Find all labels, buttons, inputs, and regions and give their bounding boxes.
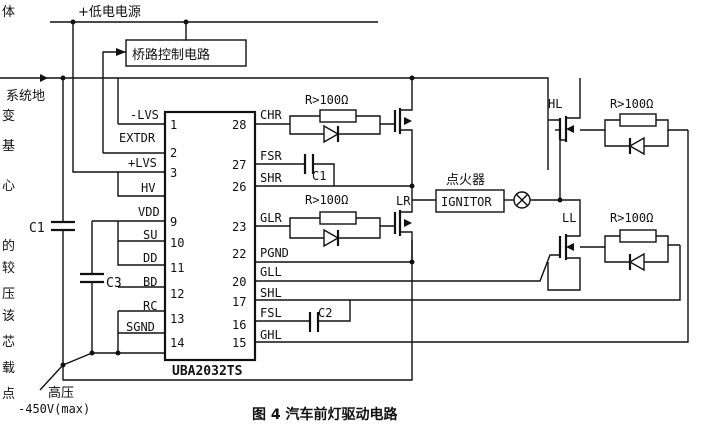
- gate-network-hl: HL R>100Ω: [548, 78, 688, 200]
- figure-caption: 图 4 汽车前灯驱动电路: [252, 406, 398, 423]
- hl-label: HL: [548, 97, 562, 111]
- gate-network-glr: R>100Ω LR: [289, 186, 413, 262]
- pin-num: 20: [232, 275, 246, 289]
- pin-name: SU: [143, 228, 157, 242]
- pin-name: +LVS: [128, 156, 157, 170]
- pin-num: 12: [170, 287, 184, 301]
- bridge-control-block: 桥路控制电路: [102, 19, 247, 153]
- system-ground-label: 系统地: [6, 89, 45, 104]
- capacitor-c1: C1: [29, 78, 75, 365]
- edge-char: 压: [2, 287, 15, 302]
- capacitor-c2: C2: [308, 300, 351, 332]
- pin-name: PGND: [260, 246, 289, 260]
- pin-num: 15: [232, 336, 246, 350]
- pin-name: RC: [143, 299, 157, 313]
- pin-num: 10: [170, 236, 184, 250]
- lr-label: LR: [396, 194, 411, 208]
- igniter-label: IGNITOR: [441, 195, 492, 209]
- r-chr-label: R>100Ω: [305, 93, 348, 107]
- pin-name: GLL: [260, 265, 282, 279]
- pin-name: SHR: [260, 171, 282, 185]
- edge-char: 心: [2, 179, 15, 194]
- pin-num: 2: [170, 146, 177, 160]
- r-ll-label: R>100Ω: [610, 211, 653, 225]
- left-pins: -LVS 1 EXTDR 2 +LVS 3 HV VDD 9 SU 10 DD …: [70, 19, 184, 356]
- edge-char: 基: [2, 139, 15, 154]
- pin-num: 27: [232, 158, 246, 172]
- ic-label: UBA2032TS: [172, 364, 243, 379]
- high-voltage-label: 高压: [48, 385, 74, 401]
- c1-label: C1: [29, 221, 45, 236]
- right-pins: 28 CHR 27 FSR 26 SHR 23 GLR 22 PGND 20 G…: [232, 108, 689, 350]
- pin-num: 22: [232, 247, 246, 261]
- pin-num: 1: [170, 118, 177, 132]
- left-edge-text: 体 变 基 心 的 较 压 该 芯 载 点: [2, 5, 15, 402]
- ll-label: LL: [562, 211, 576, 225]
- pin-num: 28: [232, 118, 246, 132]
- pin-num: 13: [170, 312, 184, 326]
- low-power-label: +低电电源: [78, 5, 141, 20]
- pin-name: FSL: [260, 306, 282, 320]
- edge-char: 体: [2, 5, 15, 20]
- edge-char: 点: [2, 387, 15, 402]
- pin-name: GLR: [260, 211, 282, 225]
- pin-name: CHR: [260, 108, 282, 122]
- high-voltage-node: 高压 -450V(max): [18, 240, 413, 416]
- pin-num: 16: [232, 318, 246, 332]
- power-rails: +低电电源 系统地: [0, 5, 549, 170]
- capacitor-c1-bootstrap: C1: [303, 154, 335, 186]
- uba2032ts-ic: UBA2032TS: [163, 110, 257, 379]
- edge-char: 芯: [2, 335, 15, 350]
- pin-name: GHL: [260, 328, 282, 342]
- c3-label: C3: [106, 276, 122, 291]
- edge-char: 较: [2, 261, 15, 276]
- edge-char: 的: [2, 238, 15, 254]
- edge-char: 该: [2, 309, 15, 324]
- pin-name: BD: [143, 275, 157, 289]
- r-glr-label: R>100Ω: [305, 193, 348, 207]
- pin-num: 11: [170, 261, 184, 275]
- pin-name: HV: [141, 181, 155, 195]
- pin-name: VDD: [138, 205, 160, 219]
- gate-network-chr: R>100Ω: [289, 78, 415, 189]
- edge-char: 变: [2, 108, 15, 124]
- edge-char: 载: [2, 361, 15, 376]
- gate-network-ll: LL R>100Ω: [547, 199, 680, 291]
- capacitor-c3: C3: [80, 221, 122, 353]
- pin-num: 14: [170, 336, 184, 350]
- pin-num: 9: [170, 215, 177, 229]
- c2-label: C2: [318, 306, 332, 320]
- pin-name: SGND: [126, 320, 155, 334]
- pin-num: 3: [170, 166, 177, 180]
- igniter: 点火器 IGNITOR: [412, 173, 563, 213]
- r-hl-label: R>100Ω: [610, 97, 653, 111]
- bridge-control-label: 桥路控制电路: [132, 47, 210, 63]
- c1-bootstrap-label: C1: [312, 169, 326, 183]
- pin-name: DD: [143, 251, 157, 265]
- pin-name: FSR: [260, 149, 282, 163]
- pin-name: -LVS: [130, 108, 159, 122]
- pin-name: EXTDR: [119, 131, 156, 145]
- igniter-cn-label: 点火器: [446, 173, 485, 188]
- pin-name: SHL: [260, 286, 282, 300]
- pin-num: 17: [232, 295, 246, 309]
- voltage-max-label: -450V(max): [18, 402, 90, 416]
- pin-num: 23: [232, 220, 246, 234]
- pin-num: 26: [232, 180, 246, 194]
